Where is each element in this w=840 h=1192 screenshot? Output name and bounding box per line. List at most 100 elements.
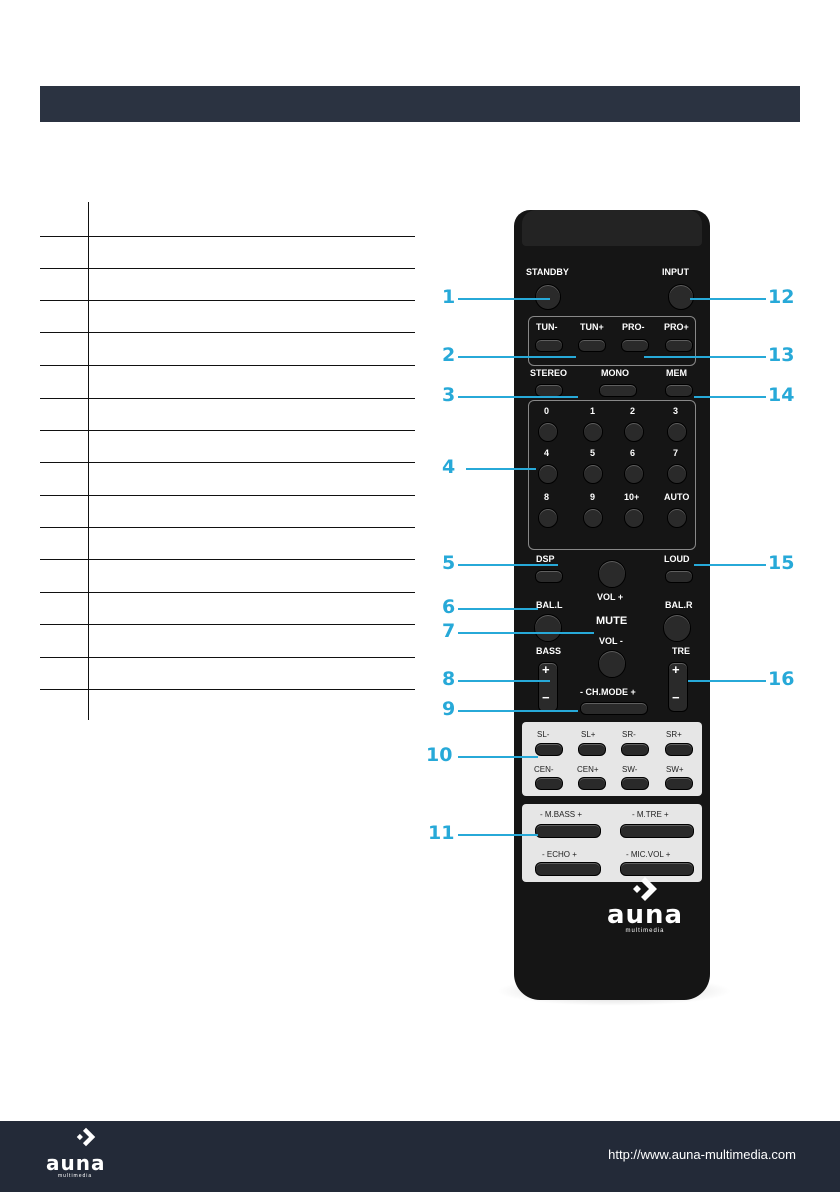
vol-plus-label: VOL +	[597, 592, 624, 602]
callout-15: 15	[768, 552, 795, 574]
mono-button[interactable]	[599, 384, 637, 397]
sw-minus-button[interactable]	[621, 777, 649, 790]
ch-mode-rocker[interactable]	[580, 702, 648, 715]
table-row-line	[40, 300, 415, 301]
vol-minus-button[interactable]	[598, 650, 626, 678]
callout-5: 5	[442, 552, 456, 574]
tre-label: TRE	[672, 646, 690, 656]
table-row-line	[40, 624, 415, 625]
callout-line	[458, 356, 576, 358]
num-9-button[interactable]	[583, 508, 603, 528]
table-row-line	[40, 657, 415, 658]
callout-7: 7	[442, 620, 456, 642]
num-8-label: 8	[544, 492, 550, 502]
footer-url[interactable]: http://www.auna-multimedia.com	[608, 1147, 796, 1162]
m-tre-label: - M.TRE +	[632, 810, 669, 819]
remote-body: STANDBY INPUT TUN- TUN+ PRO- PRO+ STEREO…	[514, 210, 710, 1000]
sr-plus-button[interactable]	[665, 743, 693, 756]
vol-minus-label: VOL -	[599, 636, 623, 646]
sl-minus-label: SL-	[537, 730, 550, 739]
remote-brand-name: auna	[606, 900, 684, 930]
tre-rocker[interactable]	[668, 662, 688, 712]
footer-brand-mark-icon	[76, 1127, 96, 1147]
loud-label: LOUD	[664, 554, 690, 564]
bal-r-button[interactable]	[663, 614, 691, 642]
cen-plus-button[interactable]	[578, 777, 606, 790]
num-1-label: 1	[590, 406, 596, 416]
bass-label: BASS	[536, 646, 562, 656]
callout-6: 6	[442, 596, 456, 618]
sl-plus-button[interactable]	[578, 743, 606, 756]
standby-button[interactable]	[535, 284, 561, 310]
callout-10: 10	[426, 744, 453, 766]
num-1-button[interactable]	[583, 422, 603, 442]
num-3-label: 3	[673, 406, 679, 416]
callout-line	[458, 680, 550, 682]
bass-minus-label: −	[542, 690, 550, 705]
bal-l-button[interactable]	[534, 614, 562, 642]
sr-plus-label: SR+	[666, 730, 682, 739]
num-4-button[interactable]	[538, 464, 558, 484]
callout-line	[458, 834, 538, 836]
num-5-label: 5	[590, 448, 596, 458]
button-reference-table	[40, 202, 415, 720]
m-tre-rocker[interactable]	[620, 824, 694, 838]
bass-plus-label: +	[542, 662, 550, 677]
num-10-button[interactable]	[624, 508, 644, 528]
table-row-line	[40, 268, 415, 269]
table-row-line	[40, 592, 415, 593]
callout-line	[694, 564, 766, 566]
table-row-line	[40, 559, 415, 560]
table-row-line	[40, 236, 415, 237]
num-8-button[interactable]	[538, 508, 558, 528]
table-row-line	[40, 332, 415, 333]
num-2-button[interactable]	[624, 422, 644, 442]
m-bass-label: - M.BASS +	[540, 810, 583, 819]
callout-line	[458, 564, 558, 566]
mute-label[interactable]: MUTE	[596, 615, 628, 627]
table-row-line	[40, 365, 415, 366]
auto-button[interactable]	[667, 508, 687, 528]
num-5-button[interactable]	[583, 464, 603, 484]
callout-line	[466, 468, 536, 470]
m-bass-rocker[interactable]	[535, 824, 601, 838]
mem-button[interactable]	[665, 384, 693, 397]
callout-line	[458, 608, 538, 610]
callout-11: 11	[428, 822, 455, 844]
callout-2: 2	[442, 344, 456, 366]
tre-minus-label: −	[672, 690, 680, 705]
num-3-button[interactable]	[667, 422, 687, 442]
cen-minus-button[interactable]	[535, 777, 563, 790]
callout-line	[458, 396, 578, 398]
mic-vol-rocker[interactable]	[620, 862, 694, 876]
sw-plus-label: SW+	[666, 765, 684, 774]
pro-plus-button[interactable]	[665, 339, 693, 352]
sr-minus-label: SR-	[622, 730, 636, 739]
callout-13: 13	[768, 344, 795, 366]
vol-plus-button[interactable]	[598, 560, 626, 588]
callout-8: 8	[442, 668, 456, 690]
tun-minus-button[interactable]	[535, 339, 563, 352]
echo-rocker[interactable]	[535, 862, 601, 876]
callout-line	[458, 298, 550, 300]
numpad-frame	[528, 400, 696, 550]
table-column-divider	[88, 202, 89, 720]
callout-line	[458, 756, 538, 758]
ch-mode-label: - CH.MODE +	[580, 687, 636, 697]
num-6-button[interactable]	[624, 464, 644, 484]
num-7-button[interactable]	[667, 464, 687, 484]
sl-minus-button[interactable]	[535, 743, 563, 756]
tun-plus-button[interactable]	[578, 339, 606, 352]
footer-brand-name: auna	[46, 1151, 106, 1175]
num-0-button[interactable]	[538, 422, 558, 442]
dsp-button[interactable]	[535, 570, 563, 583]
tuner-frame	[528, 316, 696, 366]
sr-minus-button[interactable]	[621, 743, 649, 756]
loud-button[interactable]	[665, 570, 693, 583]
table-row-line	[40, 430, 415, 431]
pro-minus-button[interactable]	[621, 339, 649, 352]
callout-14: 14	[768, 384, 795, 406]
num-10-label: 10+	[624, 492, 640, 502]
sw-plus-button[interactable]	[665, 777, 693, 790]
input-button[interactable]	[668, 284, 694, 310]
